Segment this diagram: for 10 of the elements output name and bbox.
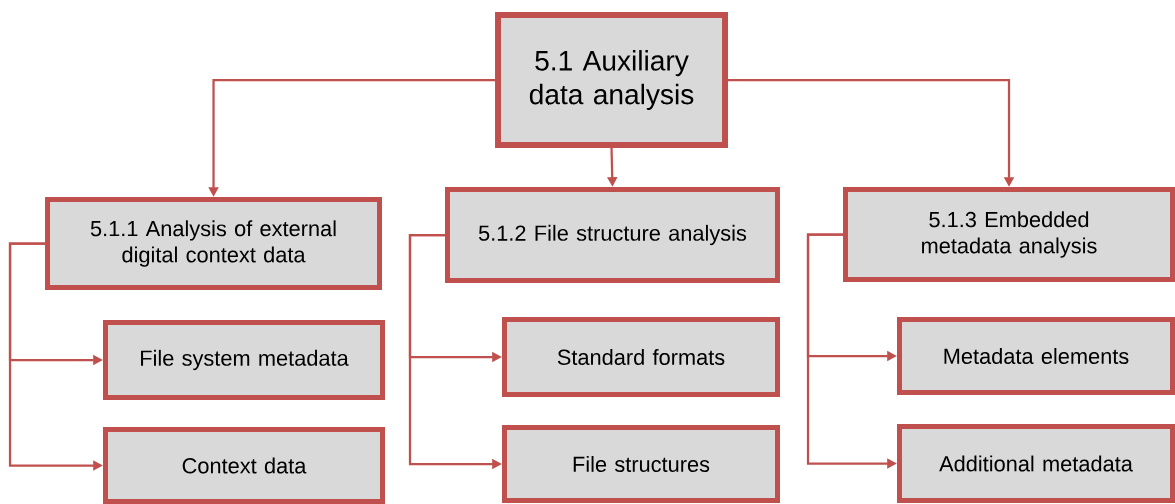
process-box: 5.1 Auxiliary data analysis <box>495 12 729 148</box>
process-box: Metadata elements <box>897 317 1175 395</box>
process-box: 5.1.2 File structure analysis <box>445 187 780 283</box>
process-box: 5.1.3 Embedded metadata analysis <box>843 187 1175 282</box>
process-box: File system metadata <box>103 320 385 400</box>
process-box: Context data <box>103 427 385 504</box>
process-box: 5.1.1 Analysis of external digital context data <box>45 197 382 291</box>
process-box: File structures <box>502 425 780 503</box>
process-box: Standard formats <box>502 317 780 397</box>
process-box: Additional metadata <box>897 424 1175 503</box>
